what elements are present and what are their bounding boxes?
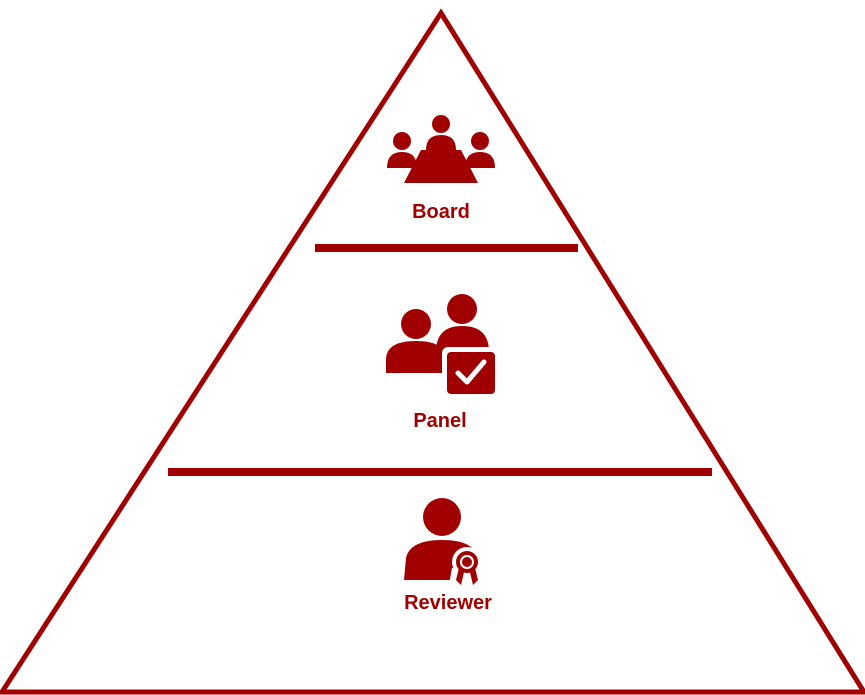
tier-reviewer: Reviewer	[404, 498, 492, 614]
reviewer-award-icon	[404, 498, 486, 590]
board-meeting-icon	[387, 115, 495, 183]
pyramid-outline	[0, 8, 865, 695]
tier-board: Board	[387, 115, 495, 223]
tier-label-board: Board	[412, 201, 470, 223]
tier-panel: Panel	[386, 294, 500, 432]
tier-label-reviewer: Reviewer	[404, 592, 492, 614]
group-approved-icon	[386, 294, 500, 399]
tier-label-panel: Panel	[413, 410, 466, 432]
